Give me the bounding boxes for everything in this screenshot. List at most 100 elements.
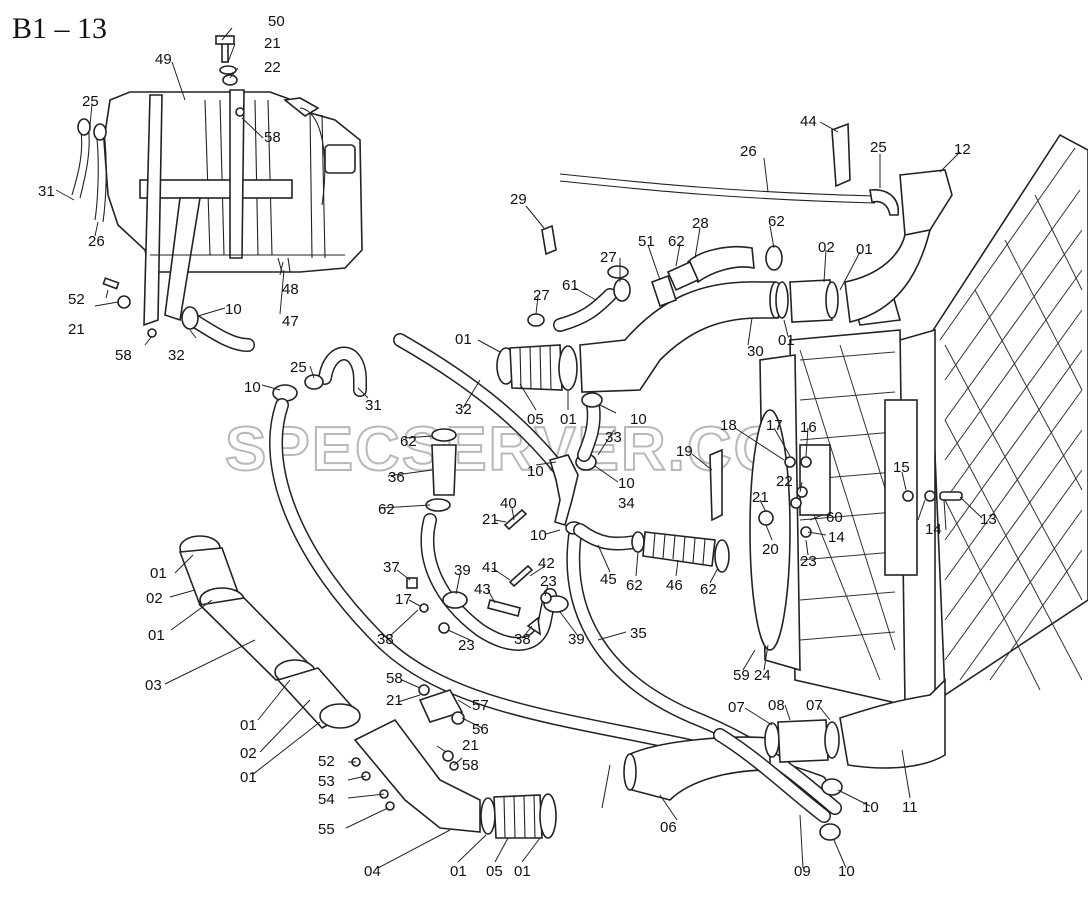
label-27: 27 [533, 287, 550, 304]
hose-38 [420, 513, 557, 651]
label-58: 58 [115, 347, 132, 364]
center-coupling-05 [496, 344, 578, 391]
label-29: 29 [510, 191, 527, 208]
small-fasteners [406, 508, 552, 636]
label-58: 58 [386, 670, 403, 687]
label-58: 58 [264, 129, 281, 146]
label-08: 08 [768, 697, 785, 714]
label-54: 54 [318, 791, 335, 808]
label-10: 10 [862, 799, 879, 816]
upper-hose-30 [579, 228, 932, 393]
label-01: 01 [450, 863, 467, 880]
label-50: 50 [268, 13, 285, 30]
part-number-labels: 50 21 22 49 25 58 31 26 52 21 48 47 58 3… [38, 13, 997, 880]
label-39: 39 [568, 631, 585, 648]
label-02: 02 [240, 745, 257, 762]
label-57: 57 [472, 697, 489, 714]
label-27: 27 [600, 249, 617, 266]
label-10: 10 [618, 475, 635, 492]
label-45: 45 [600, 571, 617, 588]
watermark-text: SPECSERVER.COM [225, 415, 838, 484]
label-33: 33 [605, 429, 622, 446]
label-48: 48 [282, 281, 299, 298]
label-38: 38 [377, 631, 394, 648]
label-04: 04 [364, 863, 381, 880]
tank-overflow-hoses [71, 118, 107, 223]
label-01: 01 [856, 241, 873, 258]
label-13: 13 [980, 511, 997, 528]
label-31: 31 [38, 183, 55, 200]
label-07: 07 [728, 699, 745, 716]
y-pipe-34 [548, 392, 603, 535]
label-31: 31 [365, 397, 382, 414]
label-28: 28 [692, 215, 709, 232]
label-35: 35 [630, 625, 647, 642]
tank-cap-bolt [215, 35, 238, 86]
label-25: 25 [870, 139, 887, 156]
hose-32-tank [181, 306, 255, 352]
label-25: 25 [290, 359, 307, 376]
label-10: 10 [530, 527, 547, 544]
label-23: 23 [800, 553, 817, 570]
label-10: 10 [630, 411, 647, 428]
label-21: 21 [462, 737, 479, 754]
label-51: 51 [638, 233, 655, 250]
hose-61 [527, 265, 631, 332]
label-44: 44 [800, 113, 817, 130]
label-15: 15 [893, 459, 910, 476]
label-32: 32 [168, 347, 185, 364]
elbow-pipe-04 [353, 718, 557, 839]
bracket-57 [418, 684, 465, 771]
label-21: 21 [482, 511, 499, 528]
label-18: 18 [720, 417, 737, 434]
label-62: 62 [626, 577, 643, 594]
label-09: 09 [794, 863, 811, 880]
label-62: 62 [700, 581, 717, 598]
label-47: 47 [282, 313, 299, 330]
clamp-10-lower-a [821, 778, 843, 796]
label-52: 52 [68, 291, 85, 308]
coupling-08 [764, 719, 840, 763]
label-01: 01 [148, 627, 165, 644]
label-10: 10 [225, 301, 242, 318]
u-hose-31 [272, 346, 367, 402]
radiator-bolts-13-15 [902, 490, 963, 502]
label-60: 60 [826, 509, 843, 526]
bracket-19 [709, 448, 723, 522]
label-56: 56 [472, 721, 489, 738]
sensor-51 [650, 274, 678, 308]
label-07: 07 [806, 697, 823, 714]
hose-35 [566, 528, 842, 815]
label-62: 62 [400, 433, 417, 450]
label-37: 37 [383, 559, 400, 576]
label-02: 02 [818, 239, 835, 256]
radiator-assembly [749, 133, 1088, 707]
expansion-tank [103, 89, 363, 338]
label-11: 11 [902, 799, 918, 816]
label-26: 26 [740, 143, 757, 160]
label-39: 39 [454, 562, 471, 579]
clamp-39-left [442, 591, 468, 609]
lower-pipe-11 [839, 678, 946, 769]
bolt-52 [102, 277, 131, 309]
label-62: 62 [768, 213, 785, 230]
label-41: 41 [482, 559, 499, 576]
label-55: 55 [318, 821, 335, 838]
label-10: 10 [244, 379, 261, 396]
label-24: 24 [754, 667, 771, 684]
label-42: 42 [538, 555, 555, 572]
label-53: 53 [318, 773, 335, 790]
label-01: 01 [240, 717, 257, 734]
label-62: 62 [668, 233, 685, 250]
label-59: 59 [733, 667, 750, 684]
label-25: 25 [82, 93, 99, 110]
label-01: 01 [560, 411, 577, 428]
label-01: 01 [455, 331, 472, 348]
clip-29 [541, 224, 557, 256]
label-10: 10 [838, 863, 855, 880]
label-10: 10 [527, 463, 544, 480]
diagram-title: B1 – 13 [12, 12, 107, 45]
label-12: 12 [954, 141, 971, 158]
label-43: 43 [474, 581, 491, 598]
